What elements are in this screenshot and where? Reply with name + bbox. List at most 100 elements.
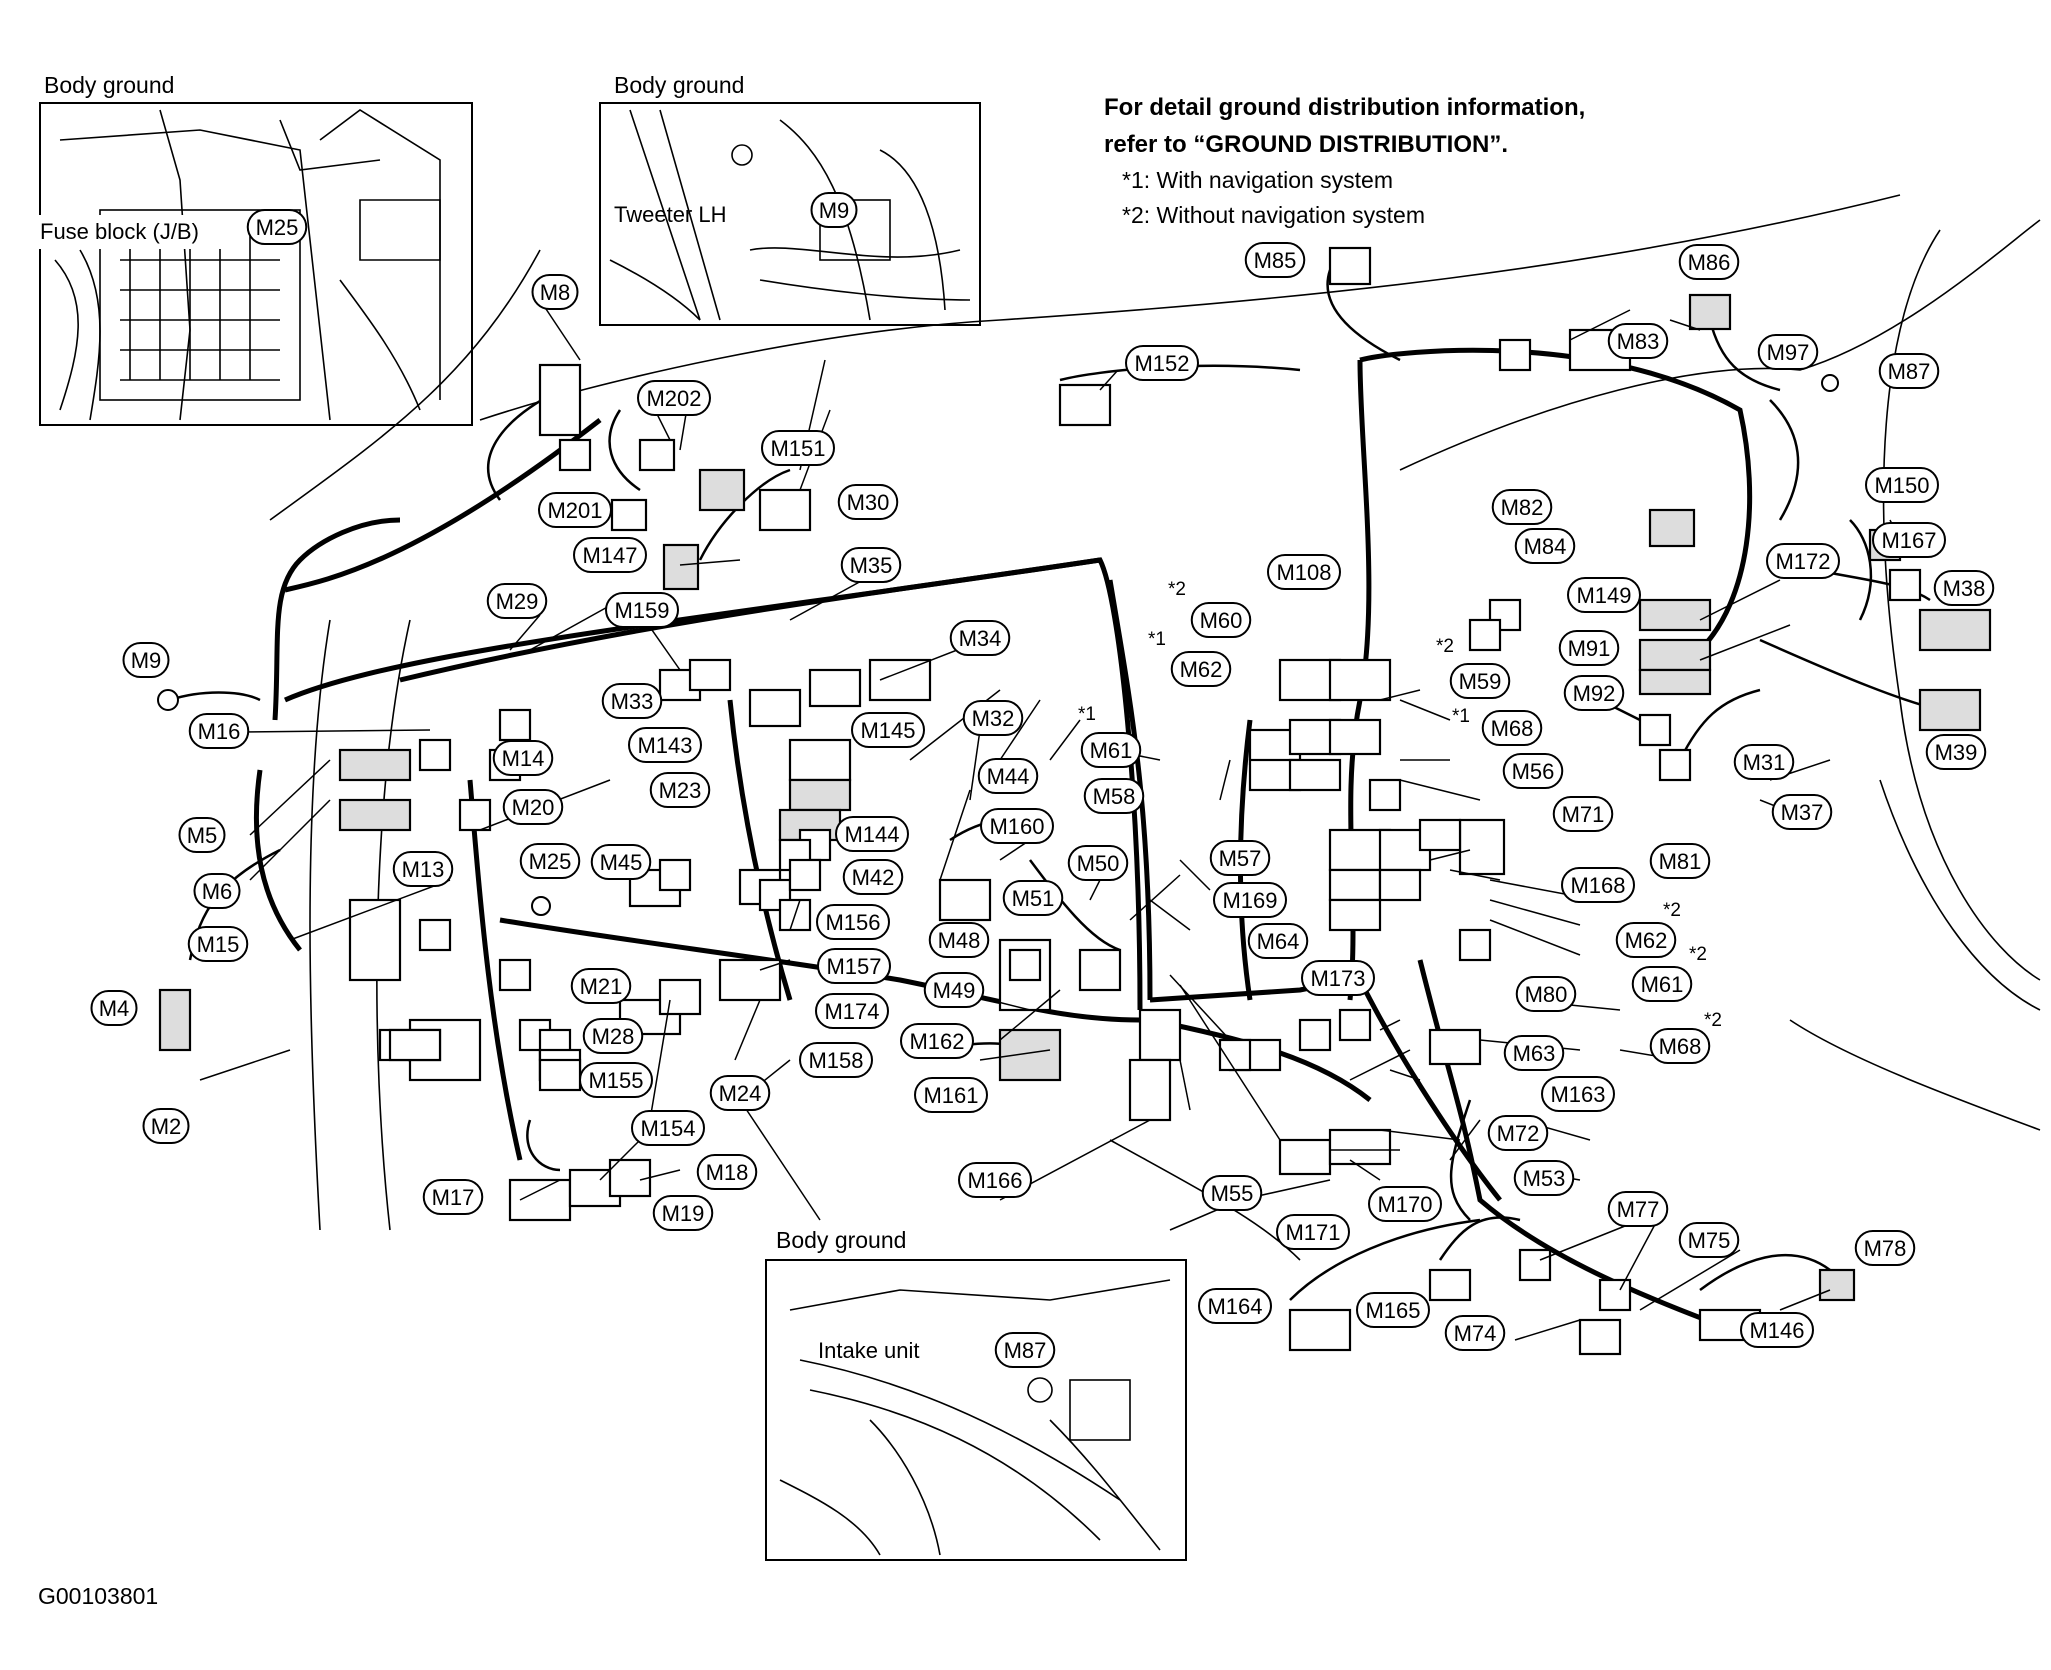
- connector-label-m202: M202: [637, 380, 711, 416]
- connector-label-text: M25: [529, 849, 572, 874]
- connector-label-m87: M87: [1878, 353, 1940, 389]
- connector-label-m29: M29: [486, 583, 548, 619]
- connector-label-text: M78: [1864, 1236, 1907, 1261]
- connector-label-m58: M58: [1083, 778, 1145, 814]
- connector-label-text: M38: [1943, 576, 1986, 601]
- connector-label-text: M23: [659, 778, 702, 803]
- connector-label-text: M150: [1874, 473, 1929, 498]
- connector-label-m83: M83: [1607, 323, 1669, 359]
- connector-label-m147: M147: [573, 537, 647, 573]
- connector-label-text: M108: [1276, 560, 1331, 585]
- connector-label-text: M161: [923, 1083, 978, 1108]
- connector-label-m157: M157: [817, 948, 891, 984]
- inset-top-middle: Body ground Tweeter LH: [599, 72, 981, 326]
- svg-text:M9: M9: [819, 198, 850, 223]
- connector-label-text: M174: [824, 999, 879, 1024]
- connector-label-m152: M152: [1125, 345, 1199, 381]
- connector-label-m42: M42: [842, 859, 904, 895]
- connector-label-text: M63: [1513, 1041, 1556, 1066]
- connector-label-text: M6: [202, 879, 233, 904]
- connector-label-text: M61: [1090, 738, 1133, 763]
- connector-label-text: M72: [1497, 1121, 1540, 1146]
- connector-label-m45: M45: [590, 844, 652, 880]
- connector-label-m82: M82: [1491, 489, 1553, 525]
- connector-label-text: M13: [402, 857, 445, 882]
- connector-label-text: M19: [662, 1201, 705, 1226]
- connector-label-text: M155: [588, 1068, 643, 1093]
- connector-label-text: M145: [860, 718, 915, 743]
- connector-label-text: M60: [1200, 608, 1243, 633]
- connector-label-m173: M173: [1301, 960, 1375, 996]
- connector-label-text: M29: [496, 589, 539, 614]
- connector-label-text: M151: [770, 436, 825, 461]
- connector-label-m143: M143: [628, 727, 702, 763]
- connector-label-text: M35: [850, 553, 893, 578]
- connector-label-text: M39: [1935, 740, 1978, 765]
- svg-text:M87: M87: [1004, 1338, 1047, 1363]
- connector-label-m15: M15: [187, 926, 249, 962]
- connector-label-m174: M174: [815, 993, 889, 1029]
- note-line-4: *2: Without navigation system: [1122, 202, 1425, 228]
- connector-label-text: M84: [1524, 534, 1567, 559]
- connector-label-text: M20: [512, 795, 555, 820]
- inset-bottom: Body ground Intake unit: [765, 1227, 1187, 1561]
- connector-label-m146: M146: [1740, 1312, 1814, 1348]
- connector-label-text: M42: [852, 865, 895, 890]
- connector-label-m37: M37: [1771, 794, 1833, 830]
- connector-label-m92: M92: [1563, 675, 1625, 711]
- connector-label-m39: M39: [1925, 734, 1987, 770]
- connector-label-m160: M160: [980, 808, 1054, 844]
- asterisk-marker: *1: [1452, 706, 1470, 727]
- connector-label-text: M170: [1377, 1192, 1432, 1217]
- connector-label-text: M2: [151, 1114, 182, 1139]
- connector-label-text: M50: [1077, 851, 1120, 876]
- connector-label-m5: M5: [178, 817, 226, 853]
- connector-label-text: M152: [1134, 351, 1189, 376]
- connector-label-m75: M75: [1678, 1222, 1740, 1258]
- svg-text:M25: M25: [256, 215, 299, 240]
- connector-label-m170: M170: [1368, 1186, 1442, 1222]
- inset-title: Body ground: [776, 1227, 906, 1253]
- connector-label-m159: M159: [605, 592, 679, 628]
- connector-label-m2: M2: [142, 1108, 190, 1144]
- connector-label-text: M147: [582, 543, 637, 568]
- connector-label-text: M97: [1767, 340, 1810, 365]
- connector-label-text: M64: [1257, 929, 1300, 954]
- connector-label-text: M168: [1570, 873, 1625, 898]
- connector-label-m156: M156: [816, 904, 890, 940]
- asterisk-markers: *2 *1 *1 *2 *1 *2 *2 *2: [1078, 579, 1722, 1031]
- connector-label-text: M15: [197, 932, 240, 957]
- connector-label-text: M165: [1365, 1298, 1420, 1323]
- inset-title: Body ground: [614, 72, 744, 98]
- connector-label-text: M4: [99, 996, 130, 1021]
- connector-label-m44: M44: [977, 758, 1039, 794]
- connector-label-text: M14: [502, 746, 545, 771]
- connector-label-m23: M23: [649, 772, 711, 808]
- connector-label-m20: M20: [502, 789, 564, 825]
- connector-label-text: M8: [540, 280, 571, 305]
- connector-label-m62: M62: [1615, 922, 1677, 958]
- connector-label-m108: M108: [1267, 554, 1341, 590]
- connector-label-m9: M9: [122, 642, 170, 678]
- connector-label-text: M171: [1285, 1220, 1340, 1245]
- connector-label-text: M68: [1659, 1034, 1702, 1059]
- body-outline: [269, 194, 2041, 1261]
- connector-label-m77: M77: [1607, 1191, 1669, 1227]
- connector-label-text: M56: [1512, 759, 1555, 784]
- connector-label-text: M59: [1459, 669, 1502, 694]
- connector-label-m97: M97: [1757, 334, 1819, 370]
- note-line-1: For detail ground distribution informati…: [1104, 94, 1586, 121]
- connector-label-text: M202: [646, 386, 701, 411]
- connector-label-text: M62: [1625, 928, 1668, 953]
- connector-label-m17: M17: [422, 1179, 484, 1215]
- connector-label-text: M21: [580, 974, 623, 999]
- connector-label-m60: M60: [1190, 602, 1252, 638]
- connector-label-text: M16: [198, 719, 241, 744]
- connector-label-m161: M161: [914, 1077, 988, 1113]
- connector-label-text: M31: [1743, 750, 1786, 775]
- connector-label-m30: M30: [837, 484, 899, 520]
- connector-label-text: M169: [1222, 888, 1277, 913]
- connector-label-m21: M21: [570, 968, 632, 1004]
- connector-label-text: M173: [1310, 966, 1365, 991]
